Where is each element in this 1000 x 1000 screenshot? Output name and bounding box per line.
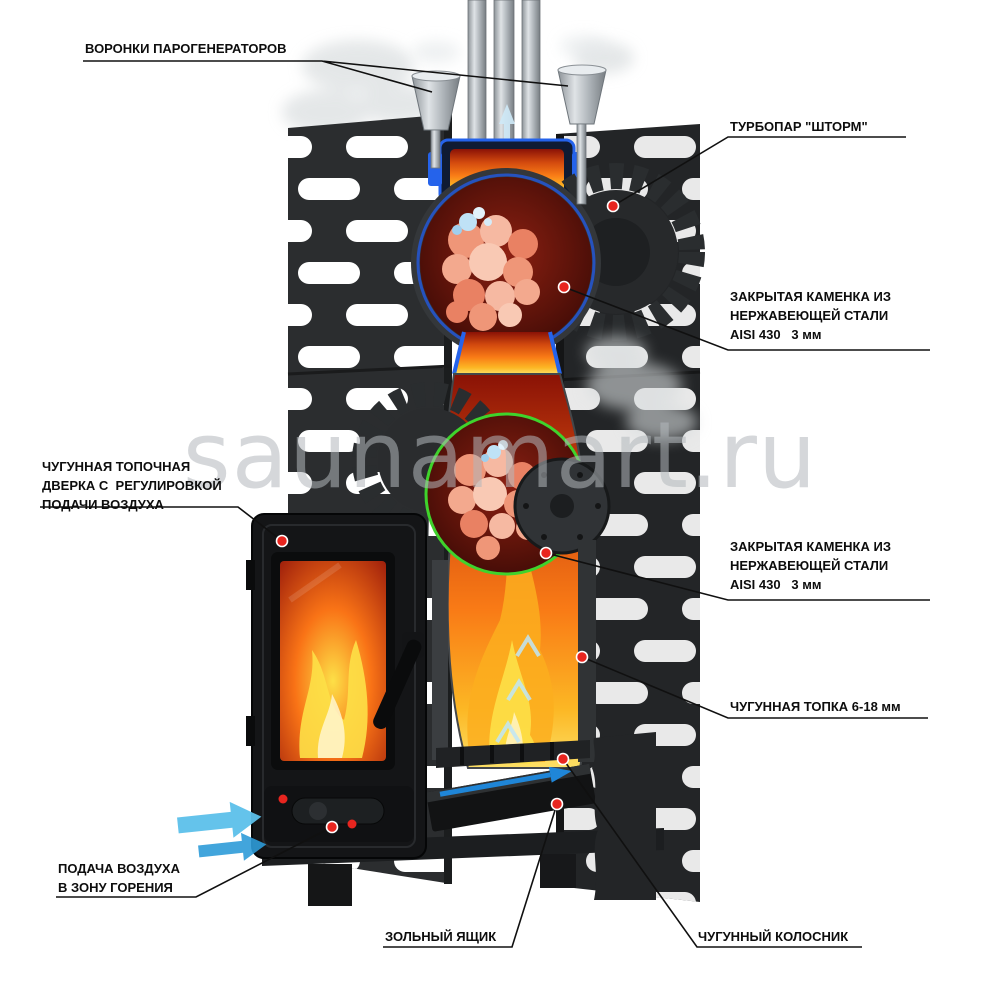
right-leg-panel	[592, 732, 656, 900]
air-vent-control	[264, 786, 414, 842]
dot-kamenka-mid	[539, 546, 553, 560]
label-ash-box: ЗОЛЬНЫЙ ЯЩИК	[385, 929, 497, 944]
label-steam-funnels: ВОРОНКИ ПАРОГЕНЕРАТОРОВ	[85, 41, 287, 56]
callout-air	[56, 826, 333, 898]
dot-door	[275, 534, 289, 548]
cast-iron-grate	[436, 740, 590, 768]
smoke-front	[412, 35, 698, 440]
callout-turbopar	[612, 136, 906, 207]
upper-stone-chamber	[411, 168, 601, 358]
label-closed-stove-mid: ЗАКРЫТАЯ КАМЕНКА ИЗ НЕРЖАВЕЮЩЕЙ СТАЛИ AI…	[730, 539, 891, 592]
callout-ashbox	[383, 803, 558, 948]
label-cast-iron-firebox: ЧУГУННАЯ ТОПКА 6-18 мм	[730, 699, 901, 714]
callout-kamenka-mid	[545, 552, 930, 601]
ash-airflow-arrow	[439, 766, 572, 797]
callout-funnels	[83, 60, 569, 93]
air-intake-arrows	[177, 801, 267, 861]
label-fire-door: ЧУГУННАЯ ТОПОЧНАЯ ДВЕРКА С РЕГУЛИРОВКОЙ …	[42, 459, 222, 512]
callout-lines	[40, 60, 930, 948]
dot-grate	[556, 752, 570, 766]
side-flange-disc	[513, 457, 611, 555]
dot-turbopar	[606, 199, 620, 213]
label-turbopar: ТУРБОПАР "ШТОРМ"	[730, 119, 868, 134]
throat	[452, 331, 562, 381]
label-air-supply: ПОДАЧА ВОЗДУХА В ЗОНУ ГОРЕНИЯ	[58, 861, 180, 895]
water-splash-top-icon	[452, 207, 492, 235]
dot-kamenka-top	[557, 280, 571, 294]
dot-topka	[575, 650, 589, 664]
upper-stones	[442, 215, 540, 331]
stove-door	[246, 513, 427, 859]
label-closed-stove-top: ЗАКРЫТАЯ КАМЕНКА ИЗ НЕРЖАВЕЮЩЕЙ СТАЛИ AI…	[730, 289, 891, 342]
firebox-walls	[432, 540, 596, 762]
callout-topka	[581, 656, 928, 719]
dot-air	[325, 820, 339, 834]
flame-updraft-arrows	[495, 634, 541, 744]
callout-grate	[562, 758, 862, 948]
callout-kamenka-top	[563, 286, 930, 351]
door-handle	[373, 639, 422, 729]
label-grate: ЧУГУННЫЙ КОЛОСНИК	[698, 929, 849, 944]
water-splash-mid-icon	[481, 440, 508, 462]
dot-ashbox	[550, 797, 564, 811]
callout-dots	[275, 199, 620, 834]
steam-funnel-right	[557, 64, 607, 205]
callout-door	[40, 506, 283, 542]
